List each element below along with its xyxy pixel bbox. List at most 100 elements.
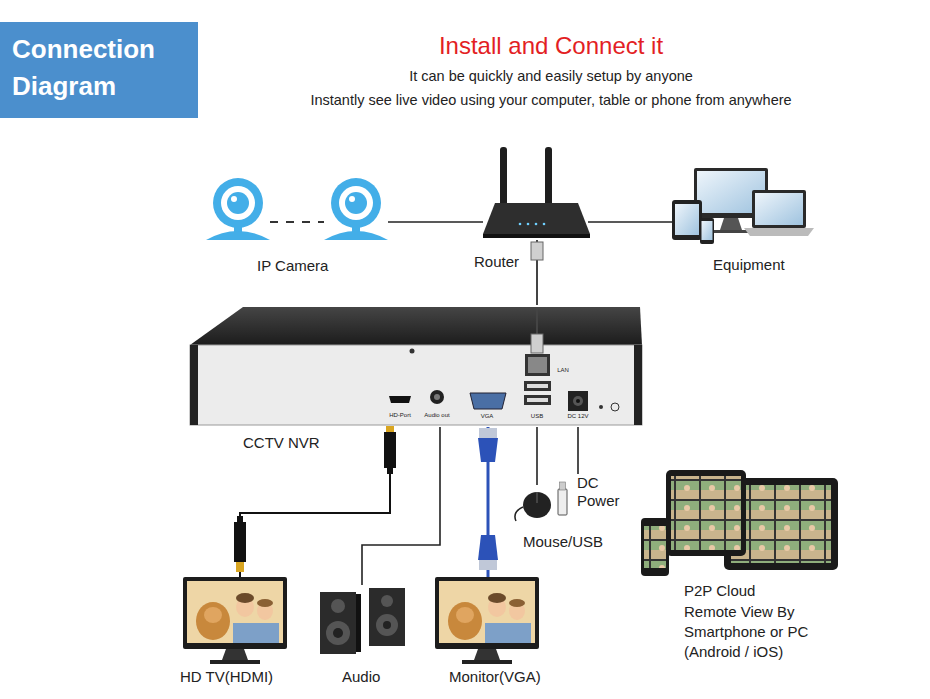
cable-connector: [588, 221, 672, 223]
nvr-device: [525, 354, 550, 376]
nvr-device: [576, 399, 580, 403]
node-label: Connection Diagram: [0, 22, 192, 105]
nvr-device: [524, 395, 551, 405]
remote-view: P2P CloudRemote View By Smartphone or PC…: [640, 470, 838, 580]
port-label: HD-Port: [389, 412, 411, 419]
cable-connector: [536, 427, 538, 485]
camera-icon: [324, 231, 388, 240]
speaker-icon: [326, 621, 350, 645]
mouse-icon: [558, 489, 567, 515]
node-label: Router: [474, 253, 519, 271]
nvr-device: [470, 393, 506, 409]
camera-icon: [206, 231, 270, 240]
router-icon: [527, 223, 530, 226]
nvr-device: [573, 396, 583, 406]
cable-connector: [577, 427, 579, 474]
nvr-device: [434, 394, 440, 400]
nvr-device: [528, 357, 547, 373]
lan-cable: [531, 334, 543, 353]
node-label: IP Camera: [257, 257, 328, 275]
subtitle: Instantly see live video using your comp…: [310, 91, 791, 109]
equipment-icon: [720, 218, 742, 230]
cable-connector: [388, 221, 483, 223]
nvr-device: [527, 384, 548, 388]
port-label: VGA: [481, 413, 494, 420]
speakers: Audio: [318, 585, 406, 657]
nvr-device: CCTV NVR: [190, 305, 642, 427]
title-box: Connection Diagram: [0, 22, 198, 118]
node-label: Monitor(VGA): [449, 668, 541, 686]
nvr-device: [527, 398, 548, 402]
equipment-icon: [752, 190, 806, 228]
equipment-icon: [672, 168, 814, 244]
equipment: Equipment: [672, 165, 812, 245]
speaker-icon: [381, 595, 393, 607]
monitor-icon: [435, 577, 539, 664]
mouse-usb: Mouse/USB: [508, 485, 572, 523]
node-label: CCTV NVR: [243, 434, 320, 452]
camera-icon: [234, 224, 242, 232]
router: Router: [483, 145, 588, 240]
camera-icon: [331, 178, 381, 228]
camera-icon: [206, 178, 270, 240]
vga-plug: [478, 535, 498, 560]
nvr-device: [524, 381, 551, 391]
remote-devices: [666, 470, 746, 556]
equipment-icon: [675, 204, 699, 235]
router-icon: [483, 147, 590, 238]
hd-tv: HD TV(HDMI): [183, 577, 287, 665]
lan-cable: [531, 242, 543, 353]
camera-icon: [324, 178, 388, 240]
router-icon: [545, 147, 552, 209]
camera-icon: [345, 192, 367, 214]
camera-icon: [339, 186, 373, 220]
vga-plug: [478, 438, 498, 462]
mouse-icon: [523, 492, 551, 518]
equipment-icon: [755, 193, 803, 225]
camera-icon: [231, 196, 237, 202]
node-label: Audio: [342, 668, 380, 686]
nvr-device: [634, 345, 642, 425]
camera-icon: [349, 196, 355, 202]
remote-devices: [644, 526, 666, 568]
router-icon: [500, 147, 507, 209]
vga-plug: [479, 428, 497, 438]
router-icon: [543, 223, 546, 226]
page-title: Install and Connect it: [439, 31, 663, 61]
port-label: DC 12V: [567, 413, 588, 420]
router-icon: [483, 203, 590, 234]
speaker-icon: [320, 588, 405, 654]
nvr-device: [190, 345, 198, 425]
dashed-link: [270, 221, 324, 223]
hdmi-plug: [234, 426, 396, 572]
nvr-device: [410, 349, 415, 354]
node-label: Equipment: [713, 256, 785, 274]
dc-power: DC Power: [574, 474, 630, 514]
camera-icon: [213, 178, 263, 228]
speaker-icon: [356, 594, 361, 652]
subtitle: It can be quickly and easily setup by an…: [409, 67, 693, 85]
nvr-device: [568, 391, 588, 411]
vga-plug: [479, 560, 497, 570]
hdmi-plug: [234, 522, 246, 562]
nvr-device: [190, 345, 642, 425]
hdmi-plug: [387, 468, 393, 474]
equipment-icon: [702, 221, 713, 240]
speaker-icon: [376, 614, 398, 636]
monitor-icon: [435, 577, 539, 664]
camera-icon: [227, 192, 249, 214]
node-label: DC Power: [577, 474, 627, 510]
speaker-icon: [383, 621, 391, 629]
camera-icon: [221, 186, 255, 220]
node-label: P2P Cloud: [684, 582, 755, 600]
node-label: HD TV(HDMI): [180, 668, 273, 686]
mouse-icon: [537, 492, 538, 503]
router-icon: [483, 234, 590, 238]
equipment-icon: [700, 218, 714, 244]
nvr-device: [599, 405, 603, 409]
router-icon: [519, 223, 522, 226]
remote-devices: [641, 470, 838, 576]
nvr-device: [190, 307, 642, 345]
